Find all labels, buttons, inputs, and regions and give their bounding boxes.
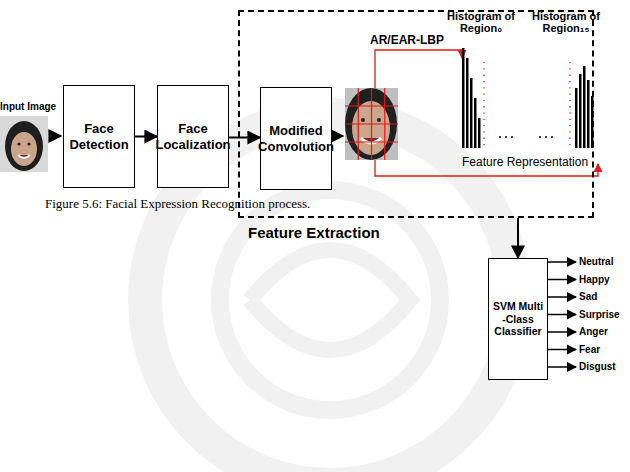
box-label: SVM Multi -Class Classifier xyxy=(489,300,547,338)
class-label: Surprise xyxy=(579,309,629,320)
histogram-label: Histogram of Region₀ xyxy=(447,10,515,34)
input-label: Input Image xyxy=(0,101,62,112)
flow-arrow xyxy=(229,137,260,139)
flow-arrow xyxy=(517,218,519,258)
group-heading: Feature Extraction xyxy=(246,224,382,242)
figure-caption: Figure 5.6: Facial Expression Recognitio… xyxy=(45,196,310,212)
box-label: Modified Convolution xyxy=(256,123,336,154)
input-face-photo xyxy=(0,116,48,172)
method-label: AR/EAR-LBP xyxy=(370,34,460,47)
class-label: Anger xyxy=(579,326,629,337)
class-label: Disgust xyxy=(579,361,629,372)
process-box: Modified Convolution xyxy=(260,87,332,190)
input-arrow xyxy=(50,135,61,137)
classifier-box: SVM Multi -Class Classifier xyxy=(488,258,548,380)
image-arrow xyxy=(331,135,343,137)
region-grid-face xyxy=(345,88,398,160)
histogram-label: Histogram of Region₁₅ xyxy=(532,10,600,34)
process-box: Face Localization xyxy=(157,85,229,188)
class-arrows xyxy=(548,262,576,367)
process-box: Face Detection xyxy=(63,85,135,188)
histogram-bars xyxy=(462,48,594,148)
ellipsis-dots xyxy=(499,136,553,138)
class-label: Happy xyxy=(579,274,629,285)
representation-label: Feature Representation xyxy=(462,156,594,169)
class-label: Neutral xyxy=(579,256,629,267)
class-label: Sad xyxy=(579,291,629,302)
histogram-dots xyxy=(484,62,570,146)
box-label: Face Localization xyxy=(153,121,232,152)
flow-arrow xyxy=(135,136,157,138)
class-label: Fear xyxy=(579,344,629,355)
box-label: Face Detection xyxy=(64,121,134,152)
lbp-flow-line xyxy=(375,50,462,88)
